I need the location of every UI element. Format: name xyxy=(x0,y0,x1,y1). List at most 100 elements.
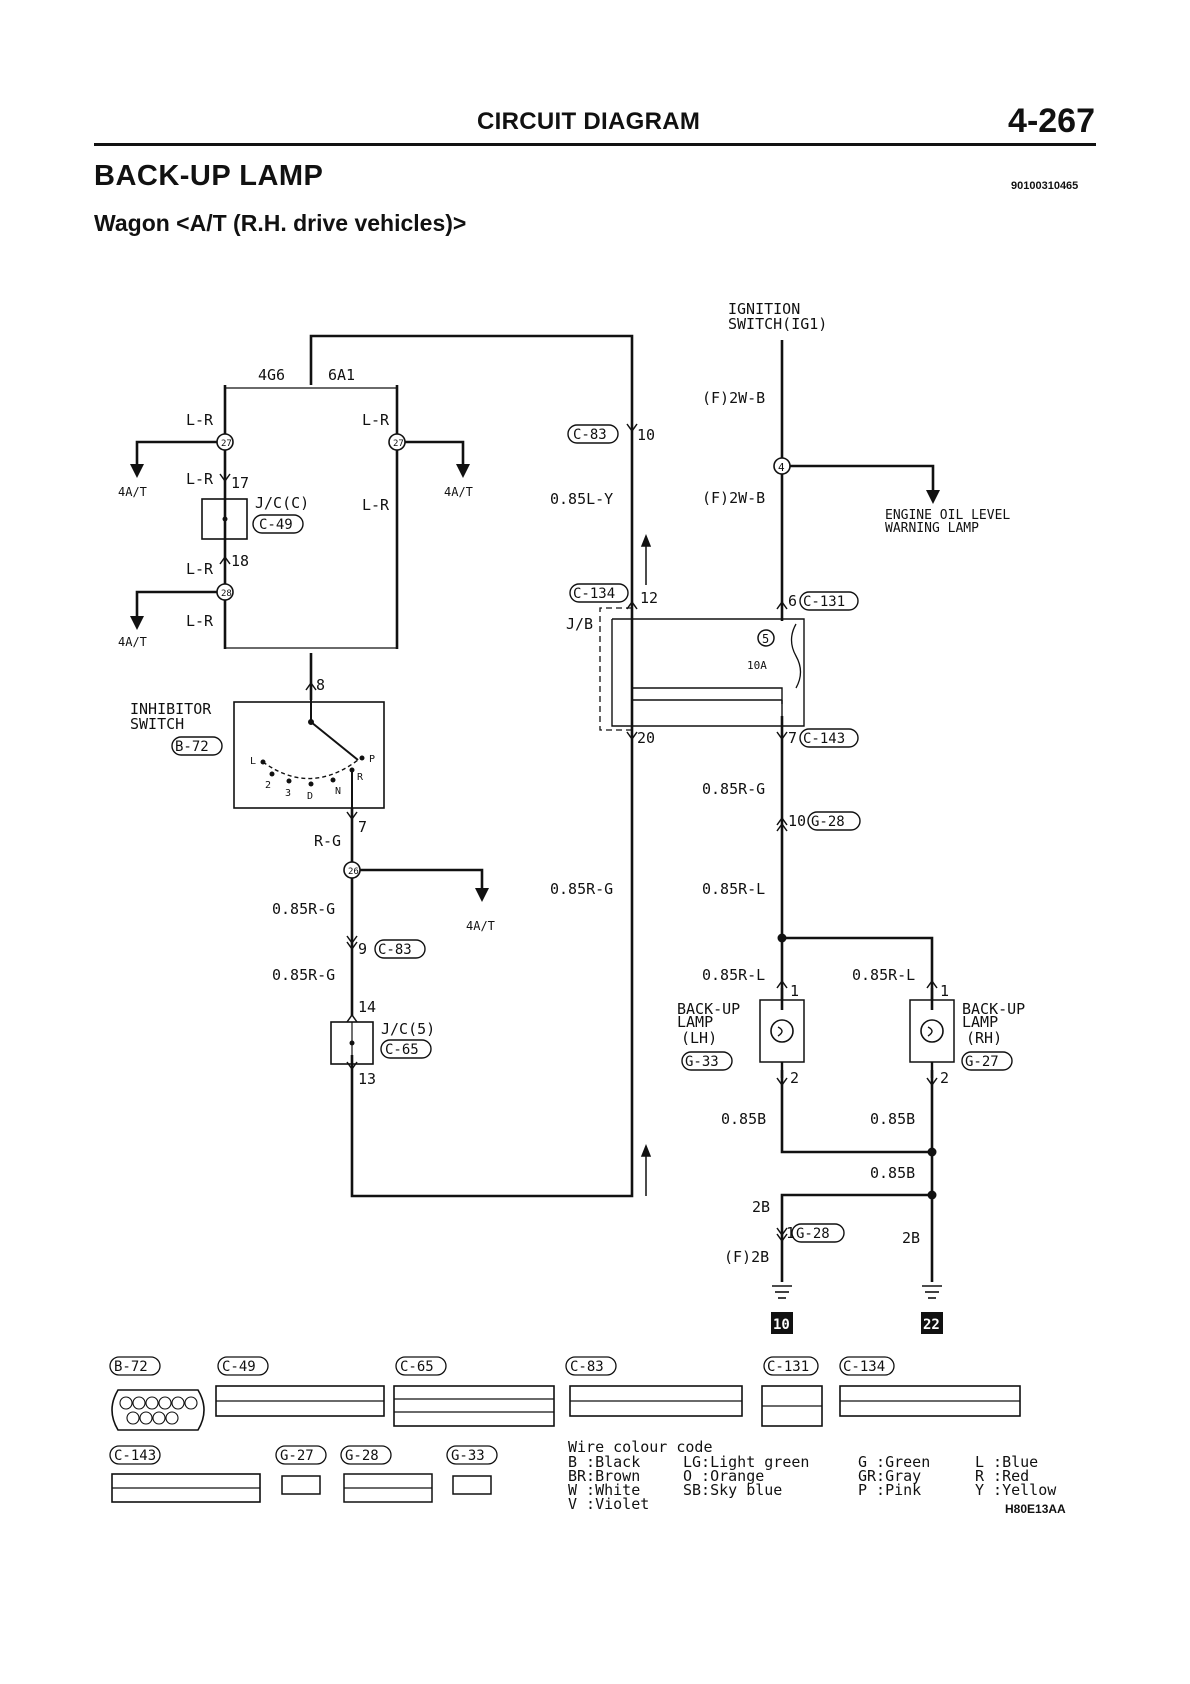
wire-label-085rg-3: 0.85R-G xyxy=(272,900,335,918)
pin-mark xyxy=(776,600,788,610)
pos-3: 3 xyxy=(285,788,291,799)
connector-table-labels: B-72 C-49 C-65 C-83 C-131 C-134 C-143 G-… xyxy=(114,1359,885,1464)
wire-label-lr-3: L-R xyxy=(186,470,214,488)
inhibitor-label-2: SWITCH xyxy=(130,715,184,733)
wire-oil-lamp xyxy=(782,464,935,494)
wires xyxy=(135,334,935,1282)
legend-col3-2: P :Pink xyxy=(858,1481,921,1499)
doc-subtitle: Wagon <A/T (R.H. drive vehicles)> xyxy=(94,210,467,236)
pin-13-label: 13 xyxy=(358,1070,376,1088)
pin-14-label: 14 xyxy=(358,998,376,1016)
wire-label-lr-1: L-R xyxy=(186,411,214,429)
node-27-right-label: 27 xyxy=(393,439,404,449)
legend-col4-1: R :Red xyxy=(975,1467,1029,1485)
pin-8-label: 8 xyxy=(316,676,325,694)
wire-at-branch-2 xyxy=(397,440,465,468)
wire-at-branch-3 xyxy=(135,590,225,620)
splice-4g6-label: 4G6 xyxy=(258,366,285,384)
wire-label-2b-2: 2B xyxy=(902,1229,920,1247)
fuse-number: 4 xyxy=(778,461,785,474)
wire-label-085rl-1: 0.85R-L xyxy=(702,880,765,898)
ignition-label-1: IGNITION xyxy=(728,300,800,318)
g28-pin-1: 1 xyxy=(786,1224,795,1242)
splice-brackets xyxy=(224,387,398,649)
pin-17-label: 17 xyxy=(231,474,249,492)
pin-9-label: 9 xyxy=(358,940,367,958)
arrow-at-4 xyxy=(475,888,489,902)
pos-2: 2 xyxy=(265,780,271,791)
pin-mark xyxy=(346,1013,358,1023)
conn-g27: G-27 xyxy=(280,1448,314,1464)
wire-label-f2wb-2: (F)2W-B xyxy=(702,489,765,507)
pin-mark xyxy=(626,600,638,610)
conn-g33: G-33 xyxy=(451,1448,485,1464)
lamp-rh-label-1: BACK-UP xyxy=(962,1000,1025,1018)
tag-c49 xyxy=(252,514,304,534)
wire-label-085rl-2: 0.85R-L xyxy=(702,966,765,984)
doc-code: 90100310465 xyxy=(1011,180,1079,192)
page-number: 4-267 xyxy=(1008,102,1095,140)
flow-arrows xyxy=(640,533,652,1196)
legend-col1-2: W :White xyxy=(568,1481,640,1499)
ground-22-box xyxy=(921,1312,943,1334)
pin-mark xyxy=(346,941,358,951)
lamp-rh-label-3: (RH) xyxy=(966,1029,1002,1047)
wire-label-085rl-3: 0.85R-L xyxy=(852,966,915,984)
wire-label-085b-1: 0.85B xyxy=(721,1110,766,1128)
legend-col4-0: L :Blue xyxy=(975,1453,1038,1471)
lamp-rh-label-2: LAMP xyxy=(962,1013,998,1031)
junction-dots xyxy=(777,933,937,1200)
lamp-lh-label-2: LAMP xyxy=(677,1013,713,1031)
arrowheads xyxy=(130,464,940,902)
wire-label-rg: R-G xyxy=(314,832,341,850)
fuse-5-label: 5 xyxy=(762,632,769,646)
pin-mark xyxy=(926,1077,938,1087)
backup-lamp-rh xyxy=(909,988,955,1078)
node-28-label: 28 xyxy=(221,589,232,599)
pin-marks xyxy=(219,423,938,1243)
jb-label: J/B xyxy=(566,615,593,633)
c65-label: C-65 xyxy=(385,1042,419,1058)
c134-label: C-134 xyxy=(573,586,615,602)
wire-label-085b-2: 0.85B xyxy=(870,1110,915,1128)
node-26 xyxy=(343,861,361,879)
pin-mark xyxy=(305,681,317,691)
tag-c134 xyxy=(569,583,629,603)
legend-title: Wire colour code xyxy=(568,1438,713,1456)
pin-10-label: 10 xyxy=(637,426,655,444)
wire-colour-legend: Wire colour code B :Black BR:Brown W :Wh… xyxy=(568,1438,1057,1513)
pos-n: N xyxy=(335,786,341,797)
at-label-4: 4A/T xyxy=(466,919,495,933)
conn-c134: C-134 xyxy=(843,1359,885,1375)
conn-c143: C-143 xyxy=(114,1448,156,1464)
g28-bottom-label: G-28 xyxy=(796,1226,830,1242)
fuse-amp-label: 10A xyxy=(747,659,767,672)
c131-label: C-131 xyxy=(803,594,845,610)
pin-mark xyxy=(926,979,938,989)
pin-mark xyxy=(776,1233,788,1243)
pin-7b-label: 7 xyxy=(358,818,367,836)
splice-top xyxy=(224,387,398,395)
pos-p: P xyxy=(369,754,375,765)
inhibitor-switch xyxy=(233,700,385,809)
legend-col1-3: V :Violet xyxy=(568,1495,649,1513)
wire-label-lr-5: L-R xyxy=(186,560,214,578)
pin-mark xyxy=(776,731,788,741)
node-26-label: 26 xyxy=(348,867,359,877)
inhibitor-label-1: INHIBITOR xyxy=(130,700,212,718)
b72-label: B-72 xyxy=(175,739,209,755)
junction-dot xyxy=(927,1190,937,1200)
wire-label-lr-2: L-R xyxy=(362,411,390,429)
ground-symbols xyxy=(772,1285,942,1299)
jc-c-label: J/C(C) xyxy=(255,494,309,512)
conn-c49: C-49 xyxy=(222,1359,256,1375)
node-circles xyxy=(216,433,791,879)
pin-mark xyxy=(219,555,231,565)
g33-label: G-33 xyxy=(685,1054,719,1070)
conn-c83: C-83 xyxy=(570,1359,604,1375)
pin-12-label: 12 xyxy=(640,589,658,607)
wire-label-lr-4: L-R xyxy=(362,496,390,514)
pin-mark xyxy=(776,822,788,832)
legend-col2-0: LG:Light green xyxy=(683,1453,809,1471)
